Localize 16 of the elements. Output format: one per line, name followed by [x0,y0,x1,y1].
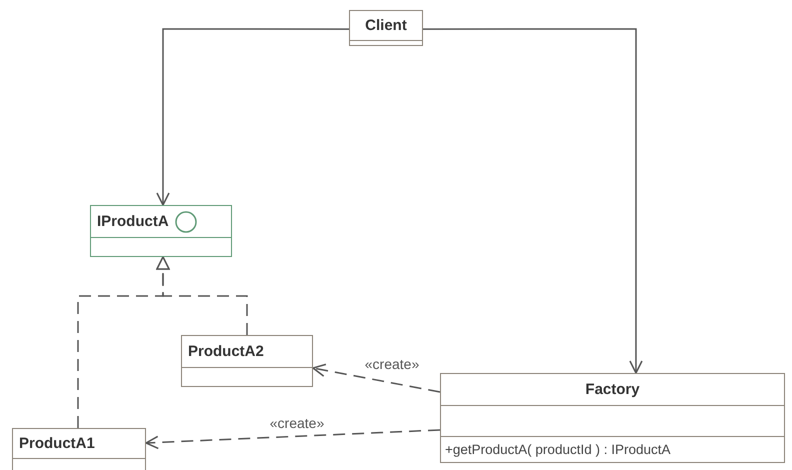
class-box [440,373,785,463]
class-name: IProductA [97,213,169,230]
arrow [156,28,349,206]
dashed-arrow [77,256,170,428]
class-name: Client [365,17,407,34]
arrow [423,28,643,374]
class-box [349,10,423,46]
class-name: ProductA2 [188,343,264,360]
class-name: Factory [585,381,640,398]
method-text: +getProductA( productId ) : IProductA [444,441,672,459]
class-box [181,335,313,387]
class-box [12,428,146,470]
class-name: ProductA1 [19,435,95,452]
dashed-arrow [312,364,440,393]
dashed-arrow [145,429,440,450]
interface-box [90,205,232,257]
